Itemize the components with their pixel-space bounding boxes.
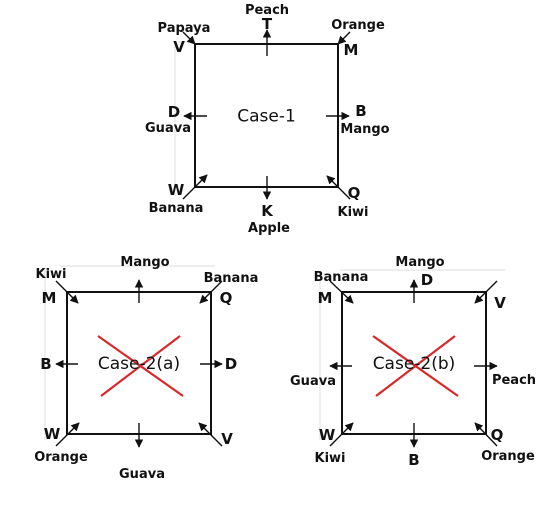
case-title: Case-1	[237, 107, 296, 127]
facing-arrow-top-left	[182, 31, 196, 45]
person-letter-top-right: V	[494, 294, 506, 312]
fruit-label-top-left: Banana	[314, 270, 369, 285]
cross-stroke	[375, 335, 456, 397]
fruit-label-left: Guava	[145, 121, 191, 136]
person-letter-top-left: M	[42, 289, 57, 307]
fruit-label-bottom-right: Orange	[481, 449, 535, 464]
person-letter-top: T	[262, 15, 273, 33]
person-letter-top-right: Q	[220, 289, 233, 307]
person-letter-bottom-right: V	[221, 430, 233, 448]
facing-arrow-top-left	[329, 280, 354, 304]
facing-arrow-top-right	[474, 280, 498, 304]
person-letter-bottom-right: Q	[491, 426, 504, 444]
facing-arrow-bottom-right	[474, 422, 498, 447]
person-letter-bottom: B	[408, 451, 419, 469]
fruit-label-top: Mango	[120, 255, 169, 270]
person-letter-bottom-left: W	[44, 425, 61, 443]
cross-mark	[97, 335, 184, 397]
case-title: Case-2(a)	[98, 354, 180, 374]
fruit-label-bottom-right: Kiwi	[338, 205, 369, 220]
fruit-label-bottom: Apple	[248, 221, 290, 236]
person-letter-top-right: M	[344, 41, 359, 59]
person-letter-left: B	[40, 355, 51, 373]
cross-stroke	[100, 335, 181, 397]
person-letter-top-left: M	[318, 289, 333, 307]
facing-arrow-bottom-left	[329, 422, 354, 447]
person-letter-right: D	[225, 355, 237, 373]
facing-arrow-bottom-left	[55, 422, 80, 447]
fruit-label-top-right: Orange	[331, 18, 385, 33]
fruit-label-bottom-left: Orange	[34, 450, 88, 465]
person-letter-left: D	[168, 103, 180, 121]
fruit-label-left: Guava	[290, 374, 336, 389]
facing-arrow-top-right	[199, 280, 223, 304]
fruit-label-top-left: Papaya	[158, 21, 211, 36]
fruit-label-top-left: Kiwi	[36, 267, 67, 282]
fruit-label-bottom-left: Banana	[149, 201, 204, 216]
case-title: Case-2(b)	[373, 354, 456, 374]
fruit-label-bottom-left: Kiwi	[315, 451, 346, 466]
person-letter-bottom-left: W	[319, 426, 336, 444]
person-letter-bottom-left: W	[168, 181, 185, 199]
fruit-label-bottom: Guava	[119, 467, 165, 482]
person-letter-top-left: V	[173, 38, 185, 56]
facing-arrow-top-right	[337, 31, 351, 45]
fruit-label-right: Peach	[492, 373, 536, 388]
person-letter-right: B	[355, 102, 366, 120]
cross-mark	[372, 335, 459, 397]
person-letter-bottom: K	[261, 202, 274, 220]
fruit-label-right: Mango	[340, 122, 389, 137]
facing-arrow-top-left	[55, 280, 79, 304]
fruit-label-top: Mango	[395, 255, 444, 270]
person-letter-bottom-right: Q	[348, 184, 361, 202]
fruit-label-top-right: Banana	[204, 271, 259, 286]
facing-arrow-bottom-right	[198, 422, 223, 447]
facing-arrow-bottom-left	[182, 174, 208, 200]
fruit-label-top: Peach	[245, 3, 289, 18]
person-letter-top: D	[421, 271, 433, 289]
facing-arrow-bottom-right	[326, 175, 351, 200]
